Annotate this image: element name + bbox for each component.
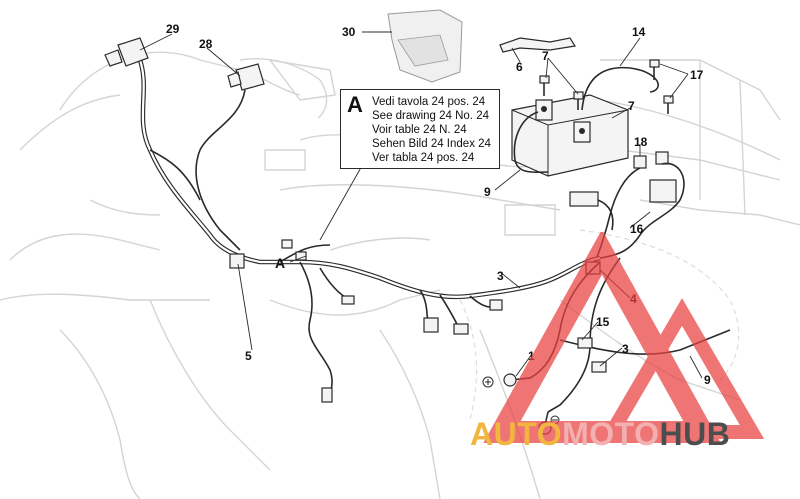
part-9-ground-cable	[513, 111, 549, 174]
callout-18: 18	[634, 135, 648, 149]
watermark-auto: AUTO	[470, 416, 563, 452]
callout-1: 1	[528, 349, 535, 363]
note-line-spanish: Ver tabla 24 pos. 24	[372, 152, 475, 164]
part-18-fuse-box	[633, 151, 677, 203]
callout-9-top: 9	[484, 185, 491, 199]
callout-15: 15	[596, 315, 610, 329]
note-line-french: Voir table 24 N. 24	[372, 124, 467, 136]
callout-7-battery: 7	[628, 99, 635, 113]
callout-30: 30	[342, 25, 356, 39]
note-letter: A	[347, 92, 363, 117]
callout-7-top: 7	[542, 49, 549, 63]
connector-block	[569, 191, 599, 207]
callout-6: 6	[516, 60, 523, 74]
part-14-battery-cable	[581, 66, 659, 111]
automotohub-watermark-logo	[483, 232, 765, 443]
callout-17: 17	[690, 68, 704, 82]
callout-3-lower: 3	[622, 342, 629, 356]
part-16-wire	[599, 162, 685, 259]
callout-3-harness: 3	[497, 269, 504, 283]
callout-A: A	[275, 255, 285, 271]
main-wiring-harness	[137, 59, 601, 401]
part-6-strap	[499, 37, 576, 53]
note-line-german: Sehen Bild 24 Index 24	[372, 138, 491, 150]
part-28-right-switch	[227, 63, 265, 91]
callout-16: 16	[630, 222, 644, 236]
callout-labels: 29 28 30 14 6 7 17 7 18 9 16 3 A 5 4 15 …	[166, 22, 711, 387]
callout-28: 28	[199, 37, 213, 51]
part-29-left-switch	[104, 37, 149, 67]
callout-5: 5	[245, 349, 252, 363]
watermark-hub: HUB	[659, 416, 731, 452]
watermark-wordmark: AUTOMOTOHUB	[470, 416, 730, 453]
part-7-battery	[511, 94, 629, 177]
callout-29: 29	[166, 22, 180, 36]
callout-14: 14	[632, 25, 646, 39]
connector-lead	[597, 199, 614, 231]
callout-9-lower: 9	[704, 373, 711, 387]
note-line-italian: Vedi tavola 24 pos. 24	[372, 96, 486, 108]
part-30-cover	[387, 9, 463, 83]
reference-note-box: A Vedi tavola 24 pos. 24 See drawing 24 …	[340, 89, 500, 169]
watermark-moto: MOTO	[562, 416, 660, 452]
note-lines: Vedi tavola 24 pos. 24 See drawing 24 No…	[372, 95, 491, 165]
part-17-screws	[539, 59, 674, 114]
note-line-english: See drawing 24 No. 24	[372, 110, 489, 122]
